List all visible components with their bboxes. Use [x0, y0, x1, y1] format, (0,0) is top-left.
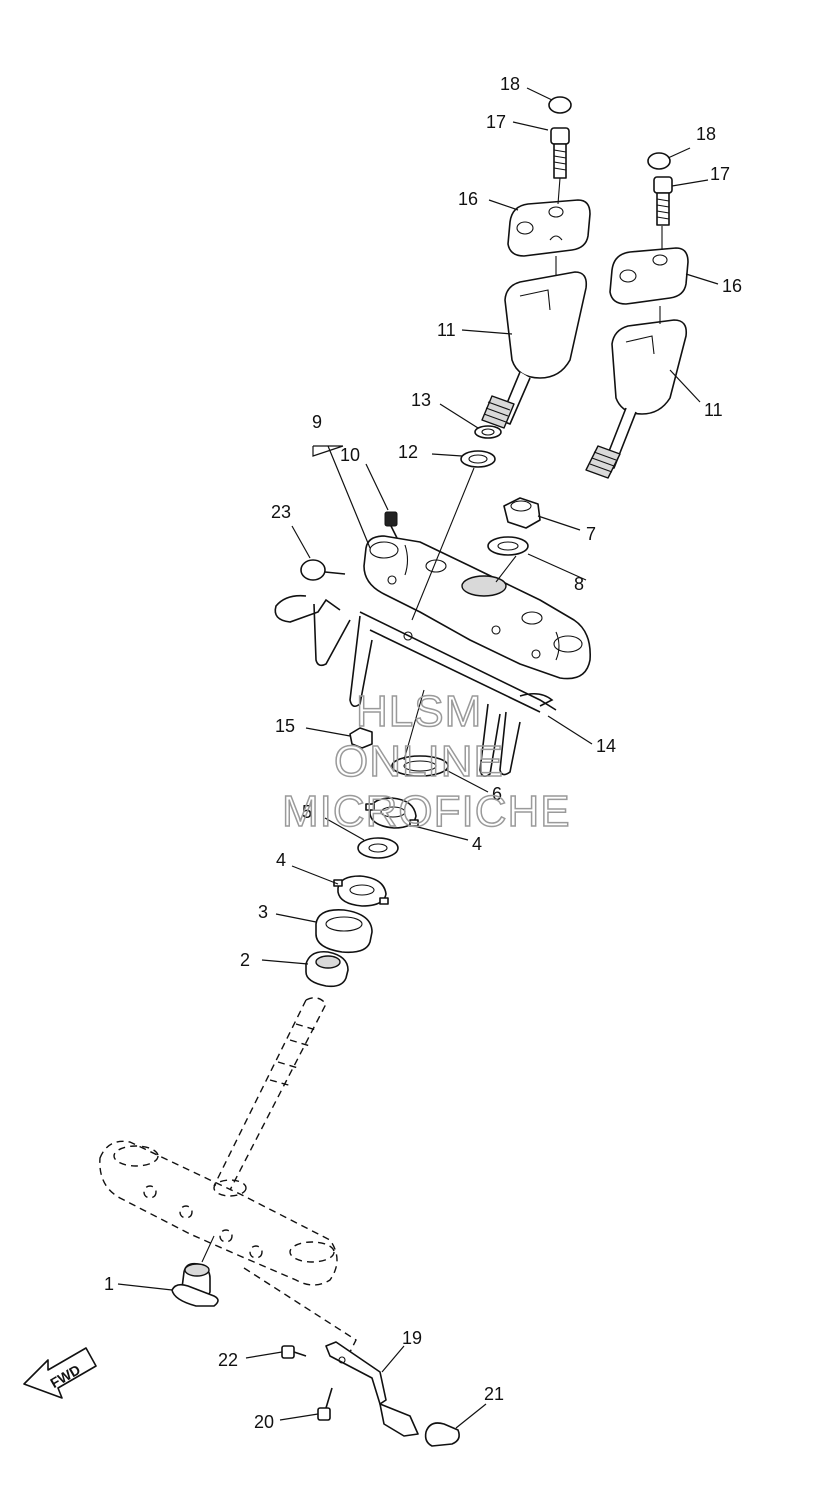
- callout-6: 6: [492, 784, 502, 804]
- part-17-bolt-right[interactable]: [653, 176, 673, 226]
- callout-19: 19: [402, 1328, 422, 1348]
- callout-12: 12: [398, 442, 418, 462]
- part-21-cover[interactable]: [424, 1422, 460, 1447]
- callout-16: 16: [722, 276, 742, 296]
- part-12-bearing[interactable]: [460, 450, 496, 468]
- callout-labels: 18 17 16 18 17 16 11 11 13 9 10 12 23 7 …: [104, 74, 742, 1432]
- callout-18: 18: [500, 74, 520, 94]
- callout-13: 13: [411, 390, 431, 410]
- watermark-line-2: ONLINE: [334, 737, 504, 786]
- part-11-riser-right[interactable]: [585, 319, 688, 479]
- callout-16: 16: [458, 189, 478, 209]
- watermark-line-3: MICROFICHE: [282, 787, 571, 836]
- part-15-nut[interactable]: [349, 727, 373, 749]
- callout-7: 7: [586, 524, 596, 544]
- part-20-bolt[interactable]: [317, 1387, 333, 1421]
- callout-5: 5: [302, 802, 312, 822]
- callout-21: 21: [484, 1384, 504, 1404]
- callout-4: 4: [472, 834, 482, 854]
- callout-1: 1: [104, 1274, 114, 1294]
- part-16-clamp-left[interactable]: [507, 199, 591, 257]
- part-14-wire-holder[interactable]: [274, 594, 557, 778]
- callout-10: 10: [340, 445, 360, 465]
- steering-stem: [213, 997, 327, 1191]
- callout-22: 22: [218, 1350, 238, 1370]
- part-3-bearing-cover[interactable]: [315, 908, 373, 954]
- callout-14: 14: [596, 736, 616, 756]
- callout-20: 20: [254, 1412, 274, 1432]
- part-11-riser-left[interactable]: [481, 271, 588, 429]
- callout-17: 17: [486, 112, 506, 132]
- part-16-clamp-right[interactable]: [609, 247, 689, 305]
- callout-9: 9: [312, 412, 322, 432]
- part-18-cap-left[interactable]: [548, 96, 572, 114]
- part-19-stay[interactable]: [325, 1341, 419, 1437]
- part-5-washer[interactable]: [357, 837, 399, 859]
- callout-11: 11: [437, 320, 456, 340]
- watermark-line-1: HLSM: [356, 687, 482, 736]
- callout-11: 11: [704, 400, 723, 420]
- callout-3: 3: [258, 902, 268, 922]
- lower-bracket: [99, 1140, 338, 1286]
- part-22-bolt[interactable]: [281, 1345, 307, 1359]
- leader-lines: [117, 87, 719, 1429]
- part-13-washer[interactable]: [474, 425, 502, 439]
- watermark: HLSM ONLINE MICROFICHE: [281, 686, 571, 837]
- fwd-arrow-icon: FWD: [23, 1347, 97, 1399]
- part-23-cap[interactable]: [300, 559, 346, 581]
- callout-8: 8: [574, 574, 584, 594]
- part-8-washer[interactable]: [487, 536, 529, 556]
- part-18-cap-right[interactable]: [647, 152, 671, 170]
- part-2-bearing[interactable]: [305, 950, 349, 988]
- part-7-nut[interactable]: [503, 497, 541, 529]
- part-6-washer[interactable]: [391, 755, 449, 777]
- callout-17: 17: [710, 164, 730, 184]
- callout-15: 15: [275, 716, 295, 736]
- callout-4: 4: [276, 850, 286, 870]
- callout-23: 23: [271, 502, 291, 522]
- part-17-bolt-left[interactable]: [550, 127, 570, 179]
- assembly-lines: [201, 177, 663, 1353]
- callout-2: 2: [240, 950, 250, 970]
- callout-18: 18: [696, 124, 716, 144]
- part-4-ring-nut-lower[interactable]: [333, 875, 389, 907]
- part-4-ring-nut-upper[interactable]: [365, 797, 419, 829]
- part-1-bushing[interactable]: [171, 1262, 219, 1307]
- part-9-upper-bracket[interactable]: [363, 535, 591, 680]
